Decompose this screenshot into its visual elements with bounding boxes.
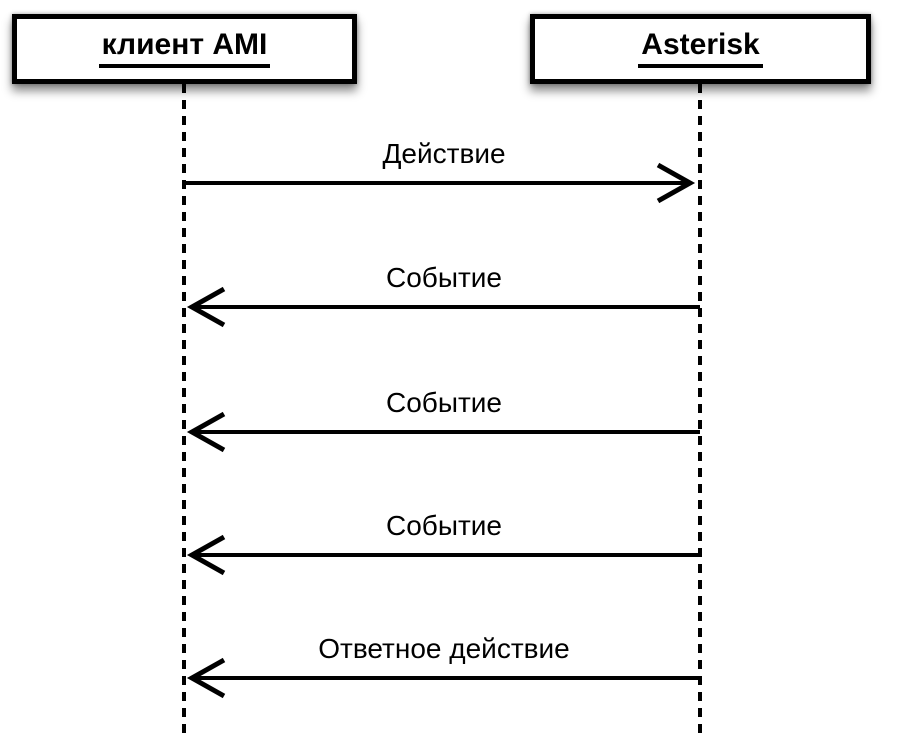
message-label: Событие — [386, 387, 502, 418]
arrow-right-icon — [184, 162, 696, 204]
message-label: Событие — [386, 262, 502, 293]
arrow-left-icon — [186, 534, 700, 576]
lifeline-asterisk — [698, 84, 702, 736]
arrow-left-icon — [186, 411, 700, 453]
message-label: Ответное действие — [318, 633, 570, 664]
message-event-1: Событие — [184, 262, 704, 332]
arrow-left-icon — [186, 286, 700, 328]
actor-name-asterisk: Asterisk — [638, 30, 763, 68]
message-label: Событие — [386, 510, 502, 541]
message-label: Действие — [382, 138, 506, 169]
message-event-2: Событие — [184, 387, 704, 457]
message-response-action: Ответное действие — [184, 633, 704, 703]
message-action: Действие — [184, 138, 704, 208]
actor-box-asterisk: Asterisk — [530, 14, 871, 84]
arrow-left-icon — [186, 657, 700, 699]
actor-box-ami-client: клиент AMI — [12, 14, 357, 84]
lifeline-ami-client — [182, 84, 186, 736]
message-event-3: Событие — [184, 510, 704, 580]
actor-name-ami-client: клиент AMI — [98, 30, 271, 68]
